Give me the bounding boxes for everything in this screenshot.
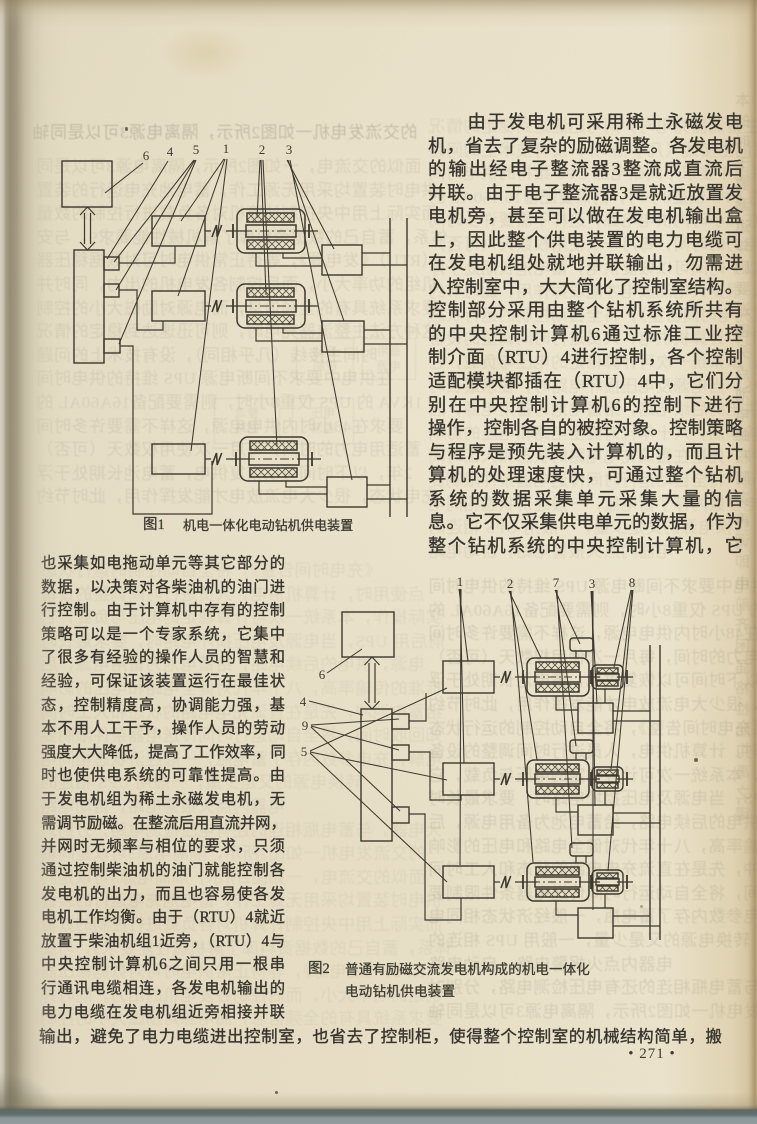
text-line: 入控制室中，大大简化了控制室结构。 — [428, 276, 743, 297]
text-line: 控制部分采用由整个钻机系统所共有 — [428, 300, 743, 321]
bottom-text-line: 输出，避免了电力电缆进出控制室，也省去了控制柜，使得整个控制室的机械结构简单，搬 — [39, 1027, 722, 1046]
text-line: 行通讯电缆相连，各发电机输出的 — [41, 979, 285, 997]
text-line: 并网时无频率与相位的要求，只须 — [41, 838, 285, 856]
text-line: 需调节励磁。在整流后用直流并网， — [41, 814, 286, 832]
text-line: 算机的处理速度快，可通过整个钻机 — [428, 465, 743, 486]
figure2-caption-line1: 普通有励磁交流发电机构成的机电一体化 — [345, 962, 590, 977]
text-line: 与程序是预先装入计算机的，而且计 — [428, 441, 743, 462]
figure2-caption-label: 图2 — [308, 961, 330, 977]
text-line: 系统的数据采集单元采集大量的信 — [428, 488, 743, 509]
text-line: 时也使供电系统的可靠性提高。由 — [41, 767, 285, 785]
text-line: 态，控制精度高，协调能力强，基 — [41, 696, 285, 714]
text-line: 也采集如电拖动单元等其它部分的 — [41, 555, 285, 572]
figure1-caption-label: 图1 — [143, 517, 165, 533]
text-line: 上，因此整个供电装置的电力电缆可 — [428, 229, 743, 250]
text-line: 了很多有经验的操作人员的智慧和 — [41, 649, 285, 667]
page-number: • 271 • — [628, 1046, 676, 1062]
text-line: 操作，控制各自的被控对象。控制策略 — [428, 418, 743, 439]
text-line: 并联。由于电子整流器3是就近放置发 — [428, 182, 743, 203]
text-line: 制介面（RTU）4进行控制，各个控制 — [428, 347, 743, 368]
text-line: 在发电机组处就地并联输出，勿需进 — [428, 253, 743, 274]
text-line: 经验，可保证该装置运行在最佳状 — [41, 673, 285, 691]
text-line: 别在中央控制计算机6的控制下进行 — [428, 394, 743, 415]
text-line: 电机工作均衡。由于（RTU）4就近 — [41, 909, 285, 927]
text-line: 于发电机组为稀土永磁发电机，无 — [41, 791, 285, 809]
text-line: 的中央控制计算机6通过标准工业控 — [428, 323, 743, 344]
text-line: 本不用人工干予，操作人员的劳动 — [41, 720, 285, 738]
text-line: 放置于柴油机组1近旁，（RTU）4与 — [41, 932, 285, 950]
text-line: 行控制。由于计算机中存有的控制 — [41, 602, 285, 620]
text-line: 息。它不仅采集供电单元的数据，作为 — [428, 512, 743, 533]
text-line: 中央控制计算机6之间只用一根串 — [41, 956, 285, 974]
text-line: 发电机的出力，而且也容易使各发 — [41, 885, 285, 903]
text-line: 强度大大降低，提高了工作效率，同 — [41, 743, 286, 761]
text-line: 的输出经电子整流器3整流成直流后 — [428, 159, 743, 180]
text-line: 策略可以是一个专家系统，它集中 — [41, 625, 285, 643]
text-line: 由于发电机可采用稀土永磁发电 — [428, 112, 743, 132]
text-line: 整个钻机系统的中央控制计算机，它 — [428, 535, 743, 556]
figure1-caption-text: 机电一体化电动钻机供电装置 — [183, 518, 354, 533]
figure2-caption-line2: 电动钻机供电装置 — [345, 984, 456, 999]
text-line: 数据，以决策对各柴油机的油门进 — [41, 578, 285, 596]
text-line: 通过控制柴油机的油门就能控制各 — [41, 861, 285, 879]
text-line: 电机旁，甚至可以做在发电机输出盒 — [428, 206, 743, 227]
text-line: 适配模块都插在（RTU）4中，它们分 — [428, 371, 743, 392]
text-line: 电力电缆在发电机组近旁相接并联 — [41, 1003, 285, 1021]
text-line: 机，省去了复杂的励磁调整。各发电机 — [428, 135, 743, 156]
